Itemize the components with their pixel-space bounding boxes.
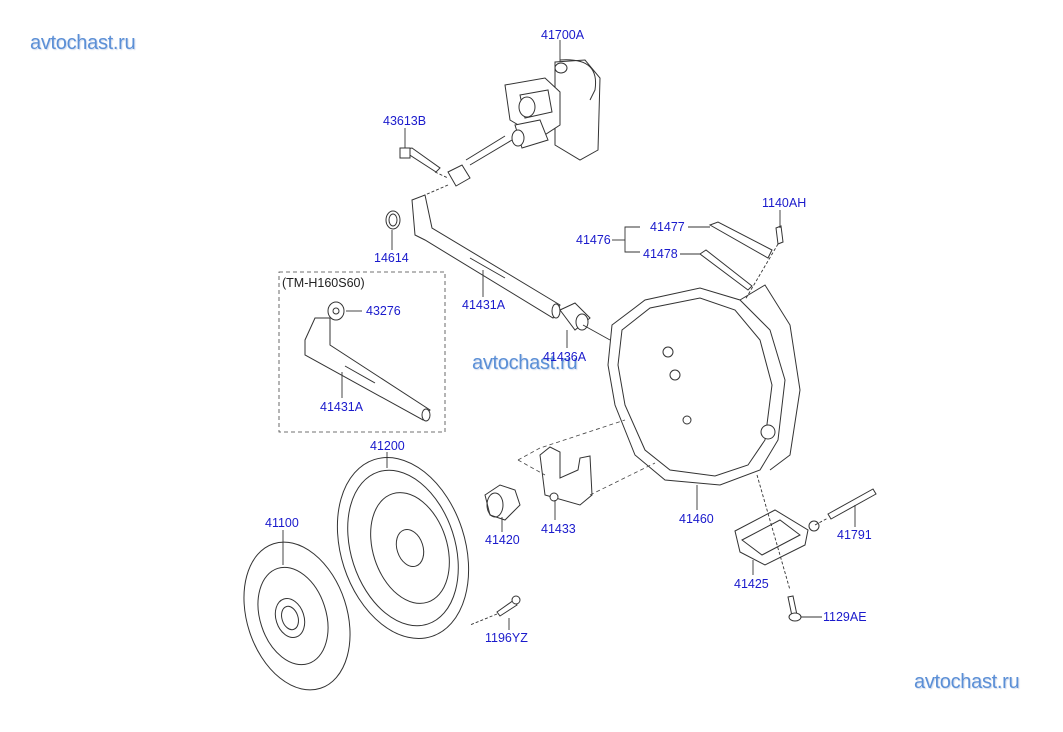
part-label-43613B[interactable]: 43613B bbox=[383, 114, 427, 128]
part-41425-drawing bbox=[734, 474, 809, 591]
part-label-41460[interactable]: 41460 bbox=[679, 512, 714, 526]
part-41200-drawing bbox=[336, 452, 470, 639]
part-label-41476[interactable]: 41476 bbox=[576, 233, 611, 247]
part-41700A-drawing bbox=[504, 40, 601, 161]
part-41433-drawing bbox=[517, 419, 656, 520]
part-label-1140AH[interactable]: 1140AH bbox=[762, 196, 807, 210]
part-41431A-variant-drawing bbox=[304, 317, 431, 422]
part-41460-drawing bbox=[607, 284, 801, 510]
part-label-41431A[interactable]: 41431A bbox=[462, 298, 506, 312]
part-label-1196YZ[interactable]: 1196YZ bbox=[485, 631, 528, 645]
part-label-41200[interactable]: 41200 bbox=[370, 439, 405, 453]
part-label-41477[interactable]: 41477 bbox=[650, 220, 685, 234]
part-41420-drawing bbox=[484, 484, 521, 532]
part-1196YZ-drawing bbox=[469, 595, 521, 630]
part-41791-drawing bbox=[808, 488, 877, 532]
part-41431A-drawing bbox=[411, 194, 561, 319]
watermark-bottom-right: avtochast.ru bbox=[914, 671, 1020, 693]
part-43613B-drawing bbox=[399, 128, 513, 199]
watermark-center: avtochast.ru bbox=[472, 352, 578, 374]
watermark-top-left: avtochast.ru bbox=[30, 32, 136, 54]
variant-box-label: (TM-H160S60) bbox=[282, 276, 365, 290]
part-43276-drawing bbox=[327, 301, 362, 321]
part-label-41478[interactable]: 41478 bbox=[643, 247, 678, 261]
part-1129AE-drawing bbox=[787, 595, 822, 622]
part-41476-drawing bbox=[612, 210, 784, 301]
part-label-41791[interactable]: 41791 bbox=[837, 528, 872, 542]
part-41436A-drawing bbox=[559, 302, 611, 348]
part-label-41700A[interactable]: 41700A bbox=[541, 28, 585, 42]
part-label-1129AE[interactable]: 1129AE bbox=[823, 610, 867, 624]
part-14614-drawing bbox=[385, 210, 401, 250]
part-label-41420[interactable]: 41420 bbox=[485, 533, 520, 547]
part-label-41425[interactable]: 41425 bbox=[734, 577, 769, 591]
variant-box-border bbox=[278, 271, 446, 433]
part-label-41433[interactable]: 41433 bbox=[541, 522, 576, 536]
part-label-41431A-variant[interactable]: 41431A bbox=[320, 400, 364, 414]
part-label-41100[interactable]: 41100 bbox=[265, 516, 299, 530]
part-41100-drawing bbox=[243, 530, 351, 691]
part-label-14614[interactable]: 14614 bbox=[374, 251, 409, 265]
part-label-41436A[interactable]: 41436A bbox=[543, 350, 587, 364]
part-label-43276[interactable]: 43276 bbox=[366, 304, 401, 318]
